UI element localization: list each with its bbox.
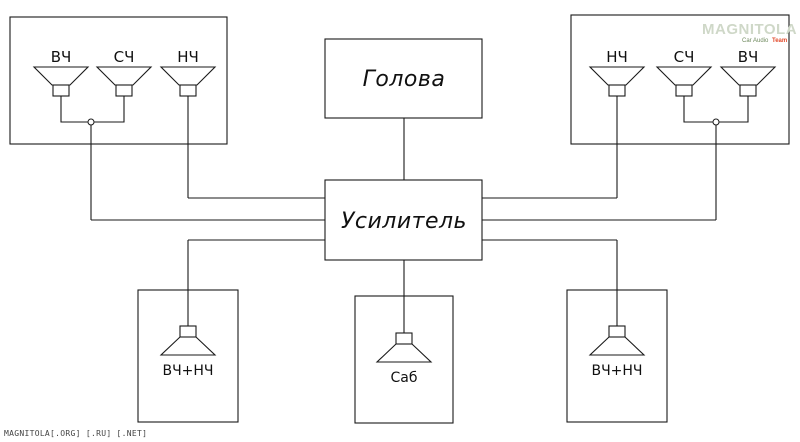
magnitola-watermark-logo: MAGNITOLA Car Audio Team [702,21,797,44]
subwoofer-label: Саб [391,370,418,386]
left-woofer: НЧ [160,48,216,97]
right-woofer: НЧ [589,48,645,97]
footer-site-text: MAGNITOLA[.ORG] [.RU] [.NET] [4,429,147,438]
rear-right-label: ВЧ+НЧ [591,363,642,379]
subwoofer-box: Саб [354,295,454,424]
left-tweeter-label: ВЧ [51,48,72,66]
rear-left-speaker-box: ВЧ+НЧ [137,289,239,423]
watermark-main-text: MAGNITOLA [702,21,797,38]
head-unit: Голова [324,38,483,119]
subwoofer-speaker-icon [376,332,432,363]
right-woofer-label: НЧ [606,48,628,66]
rear-left-speaker-icon [160,325,216,356]
left-midrange: СЧ [96,48,152,97]
watermark-sub-text: Car Audio [742,38,769,44]
right-front-speaker-group: НЧ СЧ ВЧ [570,14,790,145]
rear-right-speaker-icon [589,325,645,356]
left-midrange-label: СЧ [114,48,135,66]
right-midrange: СЧ [656,48,712,97]
right-tweeter-label: ВЧ [738,48,759,66]
left-junction-dot [87,118,95,126]
left-woofer-label: НЧ [177,48,199,66]
left-tweeter: ВЧ [33,48,89,97]
amplifier-label: Усилитель [341,209,467,234]
right-midrange-label: СЧ [674,48,695,66]
amplifier: Усилитель [324,179,483,261]
right-junction-dot [712,118,720,126]
left-front-speaker-group: ВЧ СЧ НЧ [9,16,228,145]
rear-right-speaker-box: ВЧ+НЧ [566,289,668,423]
head-unit-label: Голова [363,67,446,92]
rear-left-label: ВЧ+НЧ [162,363,213,379]
right-tweeter: ВЧ [720,48,776,97]
watermark-team-text: Team [772,38,787,44]
